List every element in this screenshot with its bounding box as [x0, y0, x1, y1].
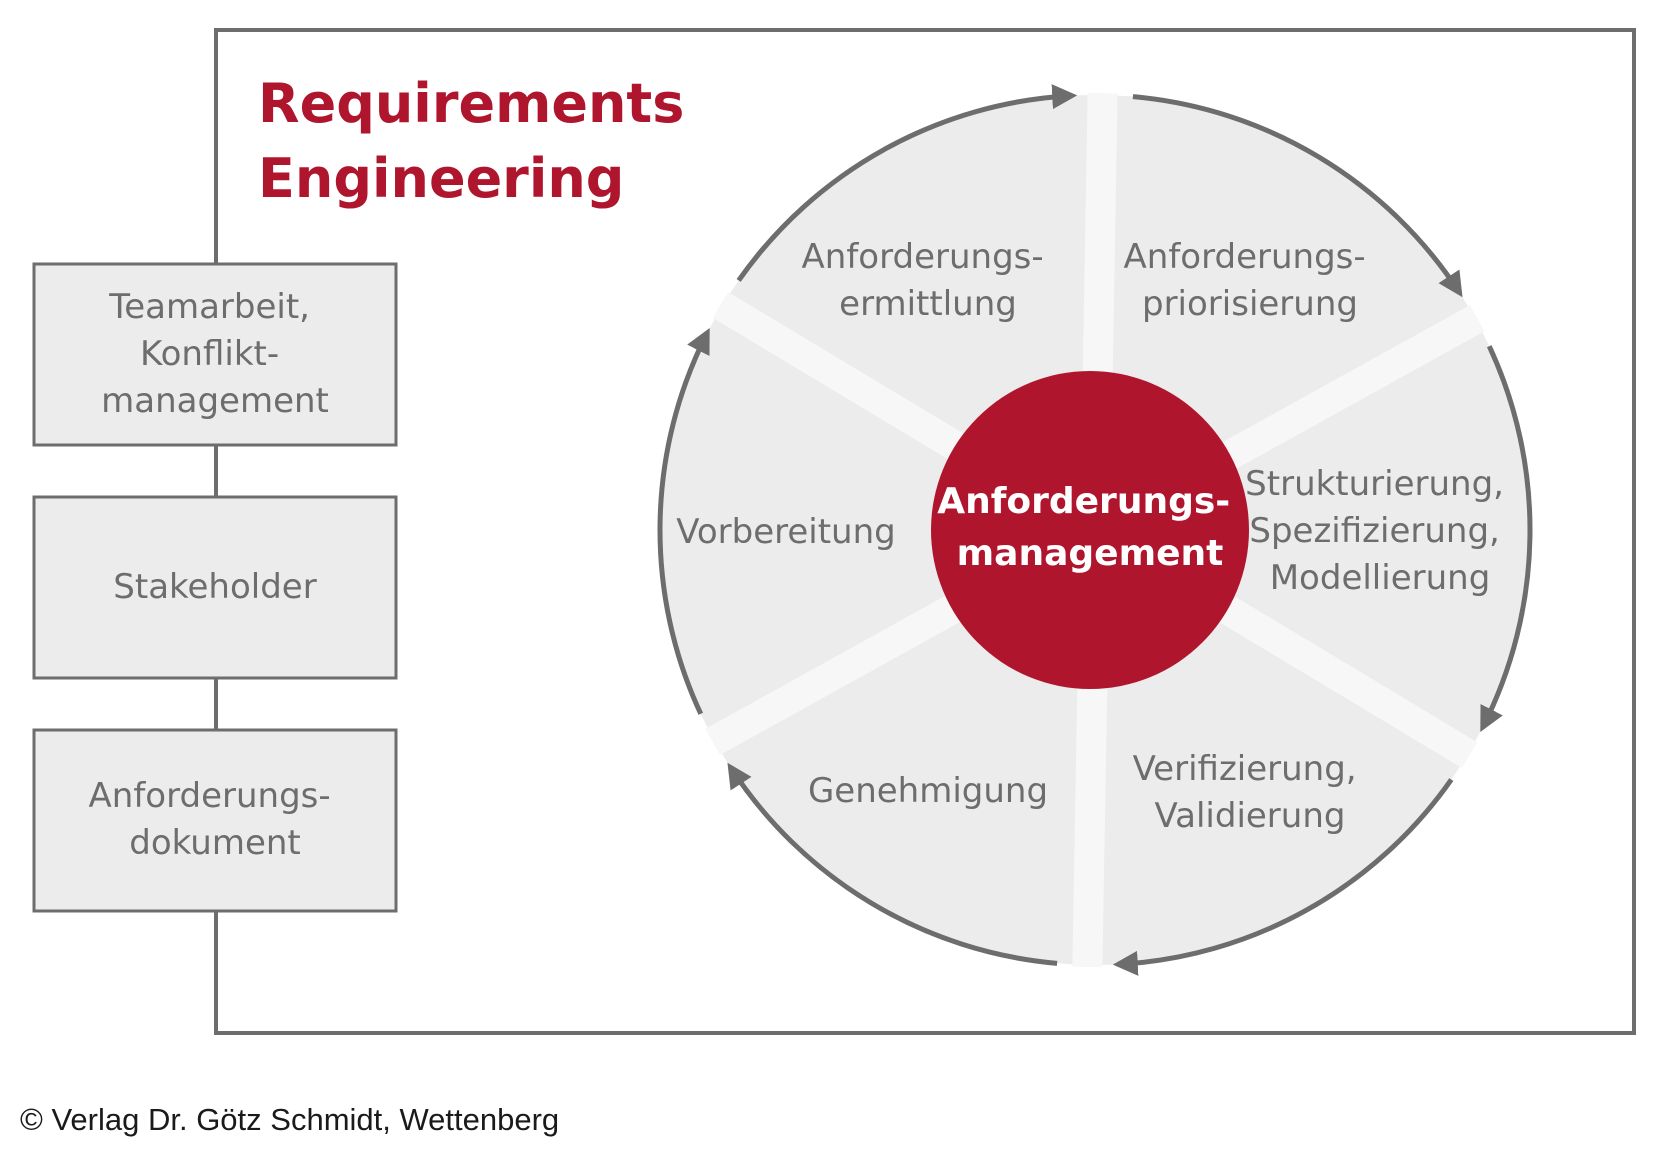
side-box-teamwork-line-1: Teamarbeit, [108, 287, 310, 327]
segment-prioritization-line-1: Anforderungs- [1124, 237, 1366, 277]
separator-lower-right [1214, 593, 1478, 768]
arrow-structuring-to-verification [1112, 778, 1454, 976]
separator-top [1082, 92, 1118, 382]
segment-approval-line-1: Genehmigung [808, 771, 1048, 811]
segment-structuring-line-1: Strukturierung, [1245, 464, 1504, 504]
segment-structuring: Strukturierung, Spezifizierung, Modellie… [1245, 464, 1515, 598]
title-line-1: Requirements [258, 72, 684, 135]
side-box-stakeholder-line-1: Stakeholder [113, 567, 316, 607]
segment-prioritization: Anforderungs- priorisierung [1124, 237, 1377, 324]
copyright-notice: © Verlag Dr. Götz Schmidt, Wettenberg [20, 1102, 560, 1137]
side-box-document: Anforderungs- dokument [32, 728, 398, 913]
side-box-teamwork-label: Teamarbeit, Konflikt- management [101, 287, 329, 421]
arrow-elicitation-to-prioritization [1132, 94, 1463, 298]
separator-bottom [1072, 678, 1108, 968]
process-cycle: Anforderungs- ermittlung Anforderungs- p… [657, 84, 1533, 976]
center-label: Anforderungs- management [937, 481, 1243, 574]
center-hub [931, 371, 1249, 689]
segment-elicitation-line-2: ermittlung [839, 284, 1017, 324]
side-box-teamwork-frame [32, 262, 398, 447]
title-line-2: Engineering [258, 147, 624, 210]
arrow-approval-to-preparation [657, 328, 710, 715]
arrow-verification-to-approval [727, 762, 1058, 966]
cycle-arrows [657, 84, 1533, 976]
segment-elicitation-line-1: Anforderungs- [802, 237, 1044, 277]
side-box-document-frame [32, 728, 398, 913]
separator-upper-right [1218, 305, 1485, 471]
side-box-teamwork-line-3: management [101, 381, 329, 421]
segment-structuring-line-2: Spezifizierung, [1249, 511, 1499, 551]
segment-preparation-line-1: Vorbereitung [676, 512, 896, 552]
segment-elicitation: Anforderungs- ermittlung [802, 237, 1055, 324]
requirements-engineering-diagram: Requirements Engineering Teamarbeit, Kon… [32, 28, 1636, 1035]
center-label-line-1: Anforderungs- [937, 481, 1230, 522]
side-box-stakeholder-label: Stakeholder [113, 567, 316, 607]
segment-verification: Verifizierung, Validierung [1133, 749, 1368, 836]
side-box-stakeholder-frame [32, 495, 398, 680]
side-box-document-line-1: Anforderungs- [89, 776, 331, 816]
center-label-line-2: management [957, 533, 1224, 574]
segment-preparation: Vorbereitung [676, 512, 896, 552]
side-box-document-label: Anforderungs- dokument [89, 776, 342, 863]
side-box-teamwork-line-2: Konflikt- [140, 334, 279, 374]
side-box-teamwork: Teamarbeit, Konflikt- management [32, 262, 398, 447]
segment-prioritization-line-2: priorisierung [1142, 284, 1358, 324]
segment-verification-line-2: Validierung [1155, 796, 1346, 836]
segment-separators [705, 92, 1485, 968]
diagram-title: Requirements Engineering [258, 72, 703, 210]
segment-verification-line-1: Verifizierung, [1133, 749, 1357, 789]
side-box-stakeholder: Stakeholder [32, 495, 398, 680]
separator-upper-left [712, 292, 976, 467]
arrow-preparation-to-elicitation [736, 84, 1078, 282]
segment-approval: Genehmigung [808, 771, 1048, 811]
side-box-document-line-2: dokument [129, 823, 301, 863]
separator-lower-left [705, 589, 972, 755]
segment-structuring-line-3: Modellierung [1270, 558, 1491, 598]
arrow-prioritization-to-structuring [1480, 345, 1533, 732]
